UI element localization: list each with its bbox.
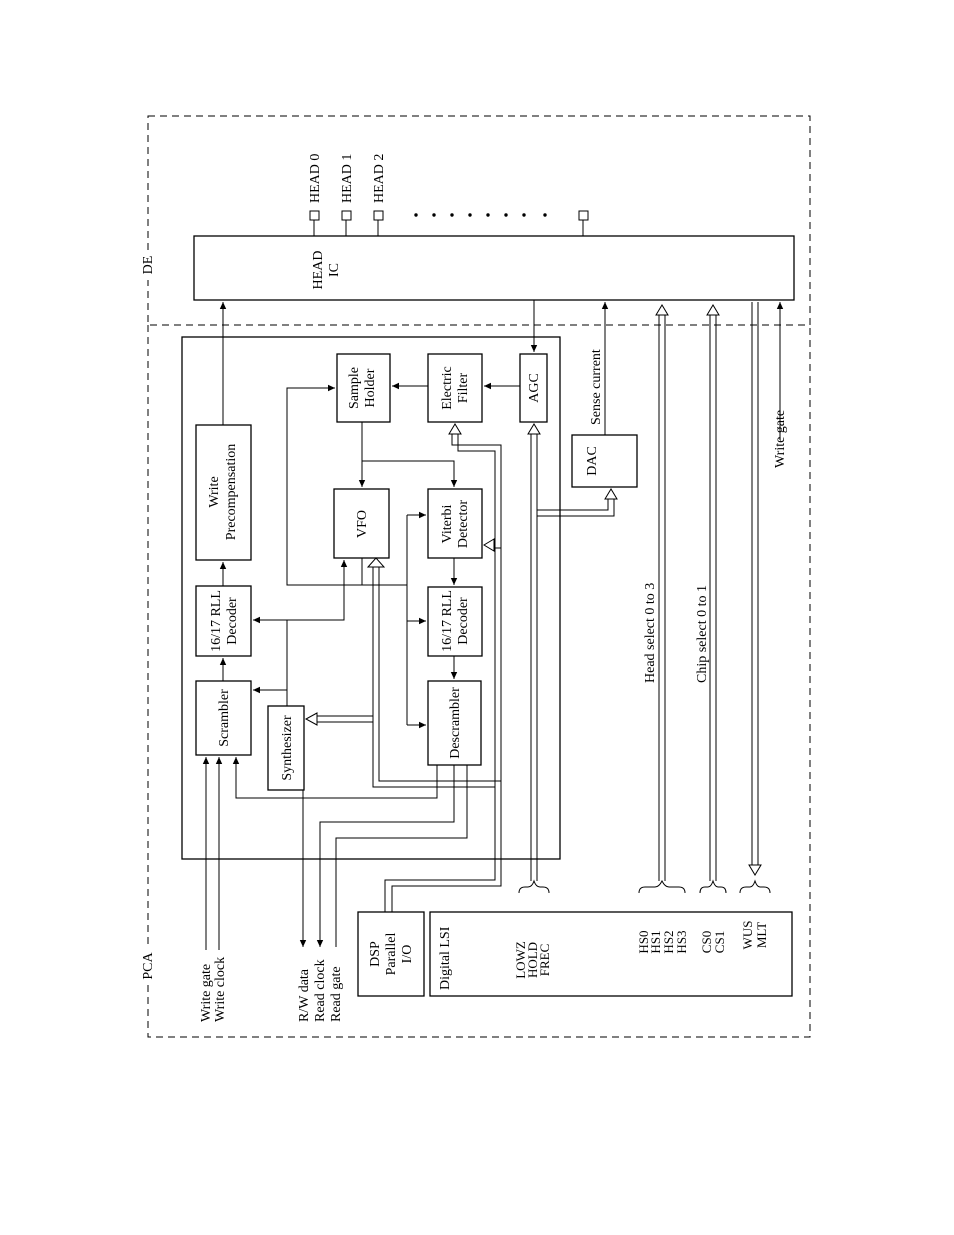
svg-text:Synthesizer: Synthesizer [280, 715, 295, 781]
head-connectors [309, 210, 589, 236]
head-select-label: Head select 0 to 3 [643, 583, 658, 683]
svg-text:HEAD: HEAD [311, 251, 326, 290]
agc-block: AGC [519, 353, 548, 423]
sample-holder-block: Sample Holder [336, 353, 391, 423]
read-write-channel-box [181, 336, 561, 860]
viterbi-detector-block: Viterbi Detector [427, 488, 483, 559]
synthesizer-block: Synthesizer [267, 705, 305, 791]
write-precompensation-block: Write Precompensation [195, 424, 252, 561]
head-2-label: HEAD 2 [372, 154, 387, 203]
svg-text:HS0: HS0 [636, 930, 651, 953]
lsi-pin-labels: LOWZ HOLD FREC HS0 HS1 HS2 HS3 CS0 CS1 W… [513, 921, 769, 979]
svg-text:DAC: DAC [585, 446, 600, 476]
svg-text:16/17 RLL: 16/17 RLL [440, 590, 455, 652]
bus-lines [304, 302, 762, 912]
write-gate-right-label: Write gate [773, 410, 788, 468]
dsp-parallel-io-block: DSP Parallel I/O [357, 911, 425, 997]
head-ic-block: HEAD IC [193, 235, 795, 301]
svg-text:Descrambler: Descrambler [448, 687, 463, 759]
svg-text:FREC: FREC [537, 944, 552, 977]
svg-text:HS1: HS1 [648, 930, 663, 953]
dac-block: DAC [571, 434, 638, 488]
svg-text:HOLD: HOLD [525, 942, 540, 978]
svg-text:Filter: Filter [456, 373, 471, 404]
svg-text:VFO: VFO [355, 510, 370, 538]
svg-text:Decoder: Decoder [225, 597, 240, 645]
svg-text:CS0: CS0 [699, 931, 714, 953]
rll-decoder-write-block: 16/17 RLL Decoder [195, 585, 252, 657]
svg-text:16/17 RLL: 16/17 RLL [209, 590, 224, 652]
write-gate-input-label: Write gate [199, 964, 214, 1022]
svg-text:DSP: DSP [368, 941, 383, 967]
svg-text:Sample: Sample [347, 367, 362, 409]
svg-text:WUS: WUS [740, 921, 755, 950]
svg-text:HS2: HS2 [661, 930, 676, 953]
read-clock-label: Read clock [313, 959, 328, 1022]
svg-text:HS3: HS3 [674, 930, 689, 953]
rll-decoder-read-block: 16/17 RLL Decoder [427, 586, 483, 657]
svg-text:Holder: Holder [363, 368, 378, 407]
sense-current-label: Sense current [589, 349, 604, 425]
svg-text:Scrambler: Scrambler [217, 689, 232, 747]
svg-text:Detector: Detector [456, 500, 471, 549]
svg-text:Write: Write [207, 476, 222, 507]
svg-text:MLT: MLT [754, 922, 769, 948]
svg-text:Digital LSI: Digital LSI [438, 926, 453, 990]
electric-filter-block: Electric Filter [427, 353, 483, 423]
svg-text:IC: IC [327, 263, 342, 277]
signal-lines [202, 300, 784, 950]
descrambler-block: Descrambler [427, 680, 482, 766]
digital-lsi-block: Digital LSI [429, 911, 793, 997]
svg-text:CS1: CS1 [712, 931, 727, 953]
svg-text:I/O: I/O [400, 945, 415, 964]
svg-text:Parallel: Parallel [384, 933, 399, 976]
pin-brackets [518, 879, 771, 894]
pca-region [147, 325, 811, 1038]
svg-text:Decoder: Decoder [456, 597, 471, 645]
rw-data-label: R/W data [297, 968, 312, 1022]
read-gate-label: Read gate [329, 966, 344, 1022]
svg-text:Viterbi: Viterbi [440, 504, 455, 543]
head-1-label: HEAD 1 [340, 154, 355, 203]
svg-text:Precompensation: Precompensation [224, 444, 239, 540]
svg-text:Electric: Electric [440, 366, 455, 410]
svg-text:LOWZ: LOWZ [513, 941, 528, 979]
chip-select-label: Chip select 0 to 1 [695, 585, 710, 683]
pca-label: PCA [141, 951, 156, 979]
svg-text:AGC: AGC [527, 373, 542, 403]
head-0-label: HEAD 0 [308, 154, 323, 203]
vfo-block: VFO [333, 488, 390, 559]
write-clock-label: Write clock [213, 957, 228, 1022]
head-ellipsis [414, 213, 547, 217]
scrambler-block: Scrambler [195, 680, 252, 756]
de-label: DE [141, 256, 156, 275]
